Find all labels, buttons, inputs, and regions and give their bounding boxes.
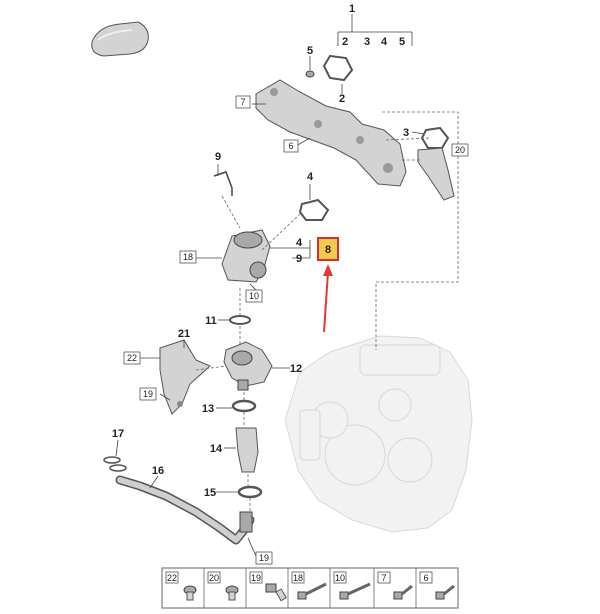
bolt-long-icon: [339, 582, 371, 600]
legend-label-22: 22: [167, 573, 177, 583]
callout-14: 14: [210, 443, 223, 455]
cover-gasket-part: [91, 21, 149, 57]
bolt-short-icon: [393, 584, 413, 600]
callout-13: 13: [202, 403, 214, 415]
callout-4-header: 4: [381, 36, 388, 48]
screw-pan-head-icon: [183, 585, 197, 601]
callout-3-header: 3: [364, 36, 370, 48]
callout-3: 3: [403, 127, 409, 139]
bolt-long-icon: [297, 582, 327, 600]
engine-ghost-illustration: [284, 335, 473, 533]
callout-4-right: 4: [296, 237, 303, 249]
callout-2-header: 2: [342, 36, 348, 48]
callout-10: 10: [249, 291, 259, 301]
callout-19-lower: 19: [259, 553, 269, 563]
housing-part: [255, 79, 407, 187]
callout-8-highlight[interactable]: [317, 237, 339, 261]
legend-label-10: 10: [335, 573, 345, 583]
legend-label-6: 6: [423, 573, 428, 583]
callout-4: 4: [307, 171, 314, 183]
callout-5-header: 5: [399, 36, 405, 48]
callout-22: 22: [127, 353, 137, 363]
screw-pan-head-icon: [225, 585, 239, 601]
callout-2: 2: [339, 93, 345, 105]
callout-9: 9: [215, 151, 221, 163]
red-arrowhead-icon: [323, 264, 333, 276]
callout-17: 17: [112, 428, 124, 440]
valve-part: [223, 341, 273, 391]
callout-15: 15: [204, 487, 216, 499]
legend-label-20: 20: [209, 573, 219, 583]
bolt-flange-icon: [265, 583, 287, 602]
screw-part: [305, 70, 315, 78]
callout-19: 19: [143, 389, 153, 399]
assembly-dashed-lines: [195, 111, 459, 512]
callout-6: 6: [288, 141, 293, 151]
callout-9-right: 9: [296, 253, 302, 265]
red-arrow: [323, 271, 329, 333]
gasket-part: [322, 54, 354, 82]
callout-18: 18: [183, 252, 193, 262]
legend-label-18: 18: [293, 573, 303, 583]
legend-label-7: 7: [381, 573, 386, 583]
callout-16: 16: [152, 465, 164, 477]
callout-21: 21: [178, 328, 190, 340]
callout-11: 11: [205, 315, 217, 327]
callout-20: 20: [455, 145, 465, 155]
leader-lines: [115, 14, 425, 557]
callout-8: 8: [325, 244, 331, 256]
callout-5: 5: [307, 45, 313, 57]
callout-12: 12: [290, 363, 302, 375]
legend-label-19: 19: [251, 573, 261, 583]
callout-1: 1: [349, 3, 355, 15]
hose-part: [235, 427, 259, 473]
bolt-short-icon: [435, 584, 455, 600]
fastener-legend: 22 20 19 18 10: [161, 567, 459, 609]
callout-7: 7: [240, 97, 245, 107]
thermostat-housing-part: [221, 229, 271, 283]
